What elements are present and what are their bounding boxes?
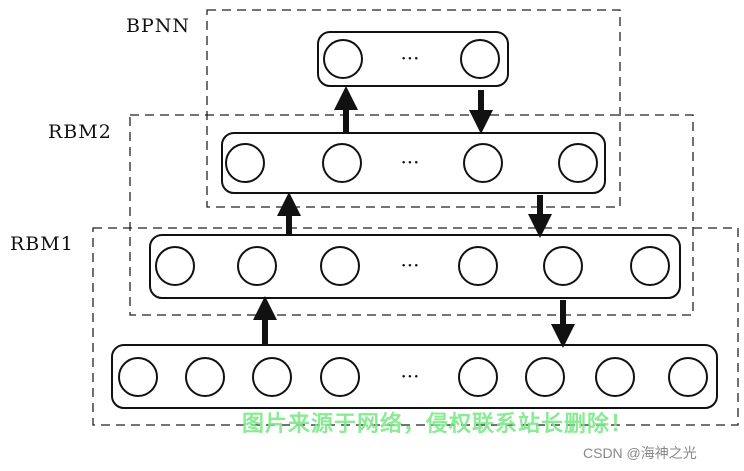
bpnn-label: BPNN — [126, 15, 190, 37]
bpnn-dashed-box — [206, 9, 621, 208]
neuron-node — [458, 357, 498, 397]
rbm2-label: RBM2 — [48, 121, 112, 143]
neuron-node — [460, 39, 500, 79]
neuron-node — [322, 143, 362, 183]
neuron-node — [463, 143, 503, 183]
rbm1-hidden-layer-box — [149, 234, 681, 299]
rbm1-dashed-box — [92, 227, 739, 426]
neuron-node — [225, 143, 265, 183]
ellipsis: ··· — [400, 150, 419, 174]
ellipsis: ··· — [400, 253, 419, 277]
neuron-node — [458, 246, 498, 286]
neuron-node — [118, 357, 158, 397]
neuron-node — [323, 39, 363, 79]
rbm1-label: RBM1 — [10, 233, 74, 255]
bpnn-output-layer-box — [317, 31, 509, 87]
neuron-node — [320, 246, 360, 286]
neuron-node — [525, 357, 565, 397]
neuron-node — [595, 357, 635, 397]
neuron-node — [185, 357, 225, 397]
rbm2-hidden-layer-box — [221, 132, 606, 194]
neuron-node — [252, 357, 292, 397]
ellipsis: ··· — [400, 46, 419, 70]
neuron-node — [237, 246, 277, 286]
watermark: 图片来源于网络，侵权联系站长删除！ — [242, 412, 634, 437]
neuron-node — [668, 357, 708, 397]
credit-text: CSDN @海神之光 — [583, 445, 697, 461]
rbm2-dashed-box — [129, 114, 694, 316]
input-layer-box — [111, 344, 718, 409]
neuron-node — [558, 143, 598, 183]
neuron-node — [543, 246, 583, 286]
ellipsis: ··· — [400, 364, 419, 388]
neuron-node — [630, 246, 670, 286]
neuron-node — [155, 246, 195, 286]
neuron-node — [320, 357, 360, 397]
